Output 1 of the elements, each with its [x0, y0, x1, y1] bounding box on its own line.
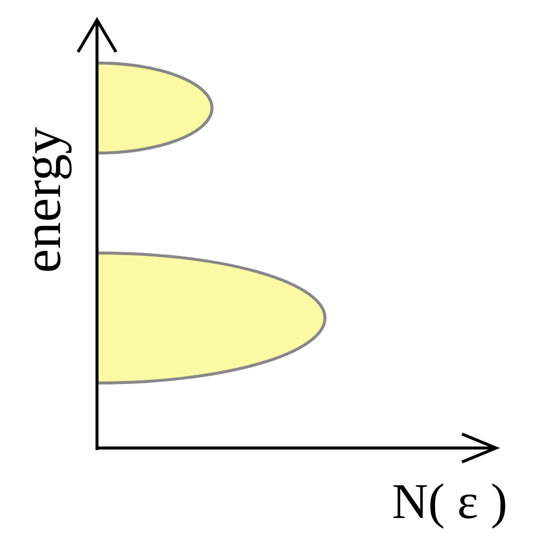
axis-label: N( ε )	[392, 476, 508, 526]
